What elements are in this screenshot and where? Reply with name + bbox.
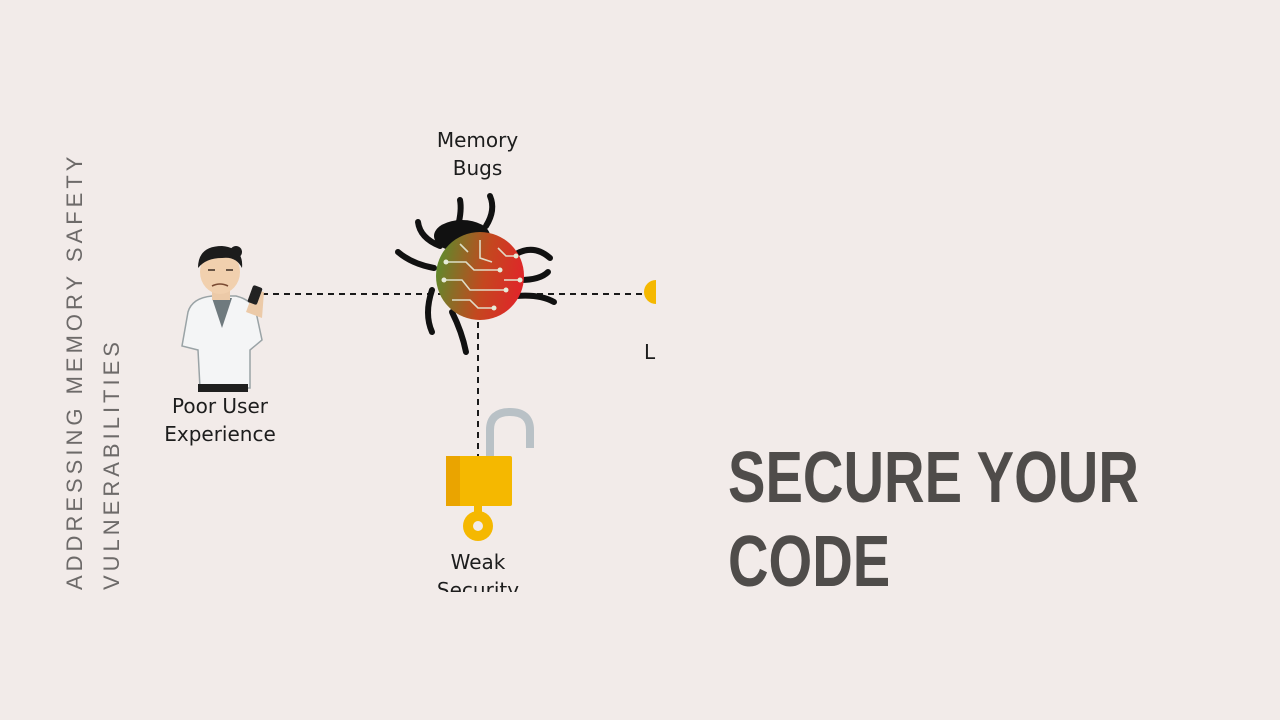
side-title-line2: VULNERABILITIES xyxy=(99,338,124,590)
bug-icon xyxy=(395,193,557,355)
memory-bugs-diagram: Memory Bugs Poor User Experience Weak Se… xyxy=(150,120,660,592)
key-icon xyxy=(463,498,493,541)
side-title-line1: ADDRESSING MEMORY SAFETY xyxy=(62,152,87,590)
side-title: ADDRESSING MEMORY SAFETY VULNERABILITIES xyxy=(56,153,130,590)
headline: SECURE YOUR CODE xyxy=(728,436,1139,604)
left-label: Poor User Experience xyxy=(164,394,276,446)
bottom-label: Weak Security xyxy=(436,550,520,592)
center-label: Memory Bugs xyxy=(436,128,519,180)
connector-lines xyxy=(262,293,652,460)
padlock-icon xyxy=(446,407,534,506)
right-node-icon xyxy=(644,280,656,304)
right-label: L xyxy=(644,340,656,364)
headline-line1: SECURE YOUR xyxy=(728,438,1139,518)
diagram-graphic xyxy=(181,193,656,541)
person-icon xyxy=(181,246,264,392)
headline-line2: CODE xyxy=(728,522,891,602)
